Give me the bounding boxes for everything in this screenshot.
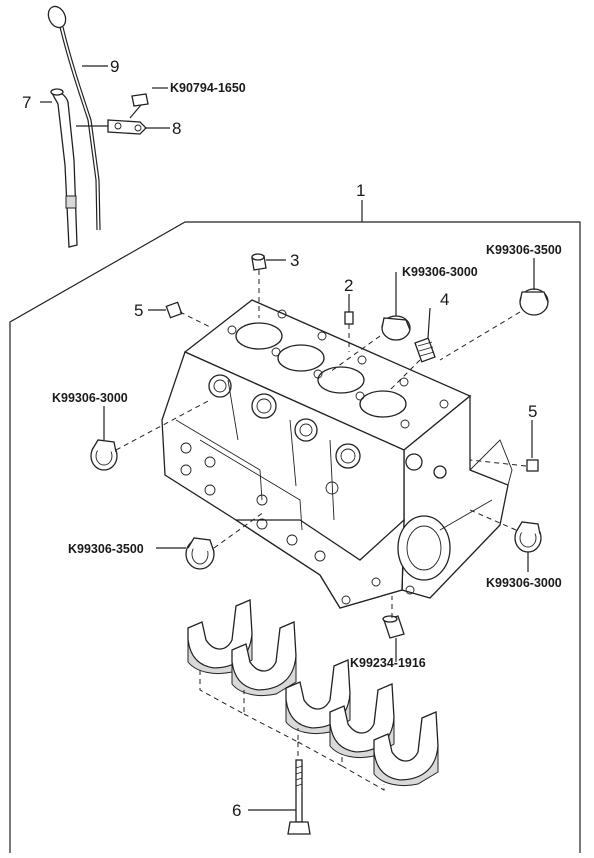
pin-2 <box>344 311 354 325</box>
callout-5-left: 5 <box>134 301 143 320</box>
part-number-plug-right-top: K99306-3500 <box>486 243 562 257</box>
dowel-pin-lower <box>382 615 405 639</box>
part-number-plug-top: K99306-3000 <box>402 265 478 279</box>
callout-9: 9 <box>110 57 119 76</box>
callout-8: 8 <box>172 119 181 138</box>
callout-3: 3 <box>290 251 299 270</box>
callout-7: 7 <box>22 93 31 112</box>
dipstick <box>47 5 101 231</box>
expansion-plug-lower-right <box>514 521 542 553</box>
callout-6: 6 <box>232 801 241 820</box>
part-number-plug-lower-right: K99306-3000 <box>486 576 562 590</box>
bearing-caps <box>187 599 439 787</box>
plug-4 <box>414 337 436 363</box>
expansion-plug-left <box>90 439 118 471</box>
part-number-dowel-pin: K99234-1916 <box>350 656 426 670</box>
expansion-plug-lower-left <box>185 537 215 570</box>
callout-5-right: 5 <box>528 402 537 421</box>
part-number-plug-left: K99306-3000 <box>52 391 128 405</box>
tube-bracket <box>76 119 147 135</box>
dipstick-guide-tube <box>50 88 78 248</box>
bracket-bolt <box>129 93 149 119</box>
bearing-cap-2 <box>231 621 297 697</box>
drain-plug-5-left <box>165 301 183 319</box>
expansion-plug-top <box>381 315 411 341</box>
assembly-frame <box>9 221 581 853</box>
part-number-plug-lower-left: K99306-3500 <box>68 542 144 556</box>
callout-4: 4 <box>440 290 449 309</box>
drain-plug-5-right <box>526 459 539 472</box>
bearing-cap-5 <box>373 711 439 787</box>
cylinder-block <box>161 299 513 609</box>
callout-2: 2 <box>344 276 353 295</box>
callout-1: 1 <box>356 181 365 200</box>
part-number-bracket-bolt: K90794-1650 <box>170 81 246 95</box>
expansion-plug-right <box>519 288 549 316</box>
main-bearing-bolt <box>287 759 311 835</box>
dowel-sleeve-3 <box>251 253 267 271</box>
